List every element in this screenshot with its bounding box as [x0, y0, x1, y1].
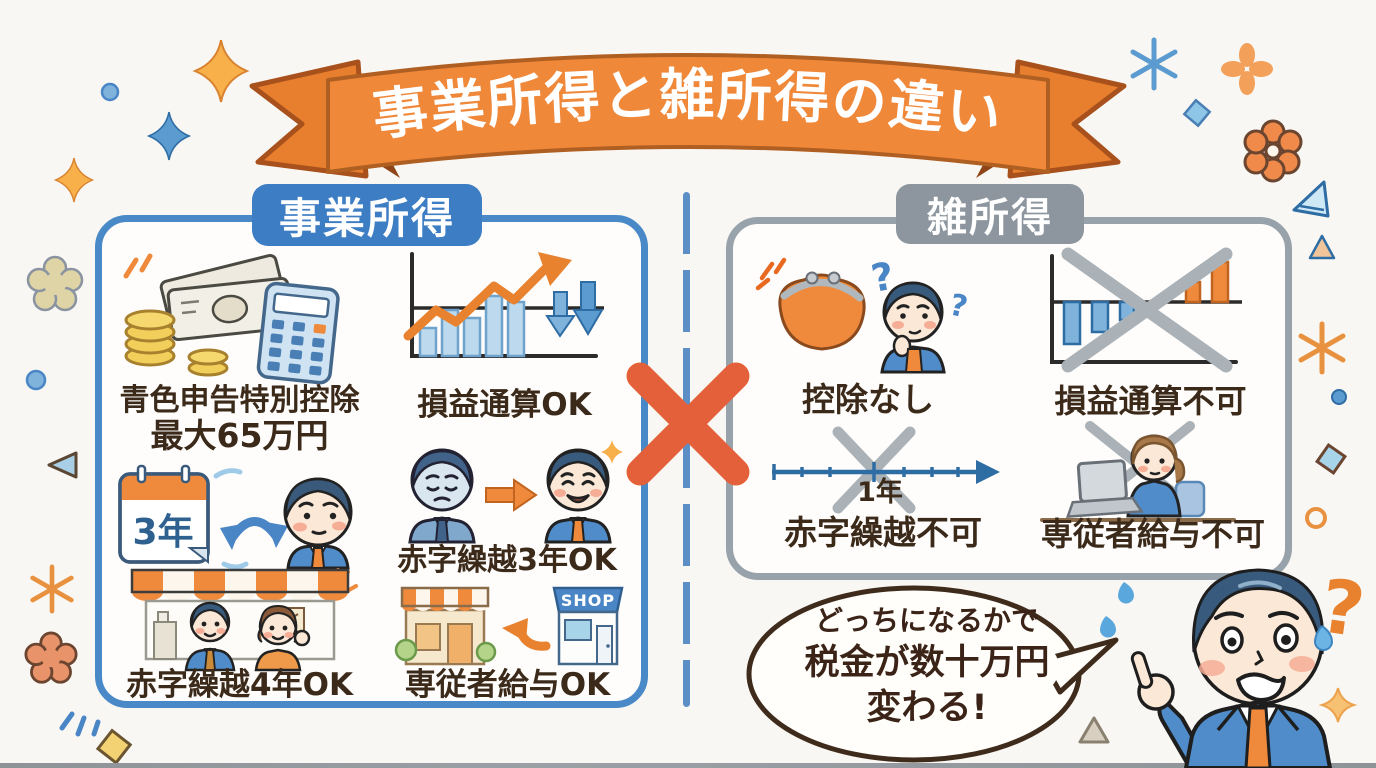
- calendar-swap-person-icon: 3年: [118, 464, 353, 570]
- suit-body: [1184, 700, 1332, 768]
- no-loss-carryover-caption: 赤字繰越不可: [784, 513, 982, 552]
- calendar: 3年: [118, 464, 210, 565]
- asterisk-icon: [30, 564, 74, 614]
- blue-return-caption-line1: 青色申告特別控除: [119, 383, 360, 418]
- clover-sparkle-icon: [1221, 43, 1273, 95]
- sparkle-icon: [601, 440, 623, 464]
- family-salary-ok-caption: 専従者給与OK: [404, 667, 611, 703]
- bottom-edge-strip: [0, 763, 1376, 768]
- loss-carryover-4y-caption: 赤字繰越4年OK: [126, 667, 353, 703]
- no-family-salary-caption: 専従者給与不可: [1040, 515, 1265, 553]
- crossed-out-woman-laptop-icon: [1040, 421, 1236, 522]
- diamond-icon: [1182, 98, 1212, 128]
- two-shops-arrow-icon: SHOP: [394, 586, 624, 666]
- coin-purse: [778, 271, 866, 351]
- dot-icon: [25, 369, 47, 391]
- crossed-out-chart-icon: [1050, 247, 1242, 373]
- pointing-arm: [1130, 651, 1212, 768]
- diamond-icon: [95, 728, 133, 765]
- bubble-line-3: 変わる!: [866, 688, 988, 728]
- big-x-mark-icon: [626, 362, 750, 486]
- speech-bubble: [746, 585, 1119, 763]
- asterisk-icon: [1130, 37, 1178, 91]
- down-arrows: [545, 281, 604, 338]
- sad-person: [408, 448, 476, 544]
- dash-burst-icon: [59, 711, 101, 737]
- sweat-drop-icon: [1099, 616, 1116, 638]
- speech-bubble-text: どっちになるかで 税金が数十万円 変わる!: [762, 602, 1092, 730]
- worried-businessman: ?: [1099, 563, 1370, 768]
- awning: [130, 568, 350, 601]
- cone-icon: [1292, 180, 1330, 218]
- person: [283, 477, 353, 570]
- calendar-years-label: 3年: [132, 512, 193, 553]
- diamond-icon: [1314, 442, 1348, 476]
- ribbon-band: [326, 53, 1050, 174]
- title-ribbon-banner: 事業所得と雑所得の違い: [249, 53, 1127, 179]
- flower-icon: [24, 631, 78, 684]
- bubble-line-1: どっちになるかで: [814, 604, 1039, 637]
- triangle-icon: [47, 451, 78, 479]
- ring-icon: [1305, 507, 1327, 529]
- triangle-icon: [1078, 716, 1110, 744]
- loss-carryover-3y-caption: 赤字繰越3年OK: [397, 543, 617, 578]
- flower-icon: [26, 255, 84, 312]
- coin-stack: [124, 309, 229, 377]
- laptop: [1065, 459, 1144, 518]
- coin-purse-confused-man-icon: ? ?: [755, 254, 971, 374]
- shop-man: [184, 601, 236, 672]
- no-profit-loss-caption: 損益通算不可: [1054, 382, 1247, 420]
- rising-chart-icon: [403, 252, 604, 358]
- asterisk-icon: [1298, 321, 1346, 375]
- profit-loss-ok-caption: 損益通算OK: [417, 387, 592, 423]
- head: [1192, 568, 1334, 706]
- shop-building: SHOP: [552, 586, 624, 666]
- flower-icon: [1243, 119, 1303, 183]
- sparkle-icon: [53, 157, 95, 203]
- shop-sign-label: SHOP: [561, 591, 615, 610]
- confused-man: [880, 281, 946, 374]
- sweat-drop-icon: [1314, 625, 1334, 651]
- bubble-line-2: 税金が数十万円: [804, 643, 1050, 683]
- transform-arrow: [485, 478, 538, 512]
- cash-coins-calculator-icon: [123, 253, 340, 385]
- no-deduction-caption: 控除なし: [802, 380, 934, 419]
- dot-icon: [100, 82, 120, 102]
- crossed-out-timeline-icon: [772, 426, 1000, 514]
- business-income-header-badge: 事業所得: [252, 184, 482, 246]
- dot-icon: [1331, 389, 1347, 405]
- question-mark-icon: ?: [946, 288, 970, 326]
- sad-to-happy-person-icon: [408, 440, 623, 544]
- triangle-icon: [1308, 234, 1336, 260]
- panel-divider-line: [683, 192, 690, 707]
- sweat-drop-icon: [1117, 582, 1134, 604]
- sparkle-icon: [192, 39, 250, 103]
- misc-income-header-badge: 雑所得: [896, 184, 1084, 244]
- shop-woman: [254, 604, 311, 672]
- storefront-couple-icon: [130, 568, 358, 672]
- swap-arrow: [220, 517, 288, 550]
- calculator: [256, 281, 340, 385]
- timeline-one-year-label: 1年: [857, 477, 903, 508]
- sparkle-icon: [146, 111, 192, 161]
- salary-arrow: [502, 618, 551, 651]
- small-shop: [394, 586, 497, 666]
- blue-return-caption-line2: 最大65万円: [150, 415, 329, 455]
- sparkle-icon: [1318, 687, 1358, 723]
- happy-person: [544, 448, 612, 544]
